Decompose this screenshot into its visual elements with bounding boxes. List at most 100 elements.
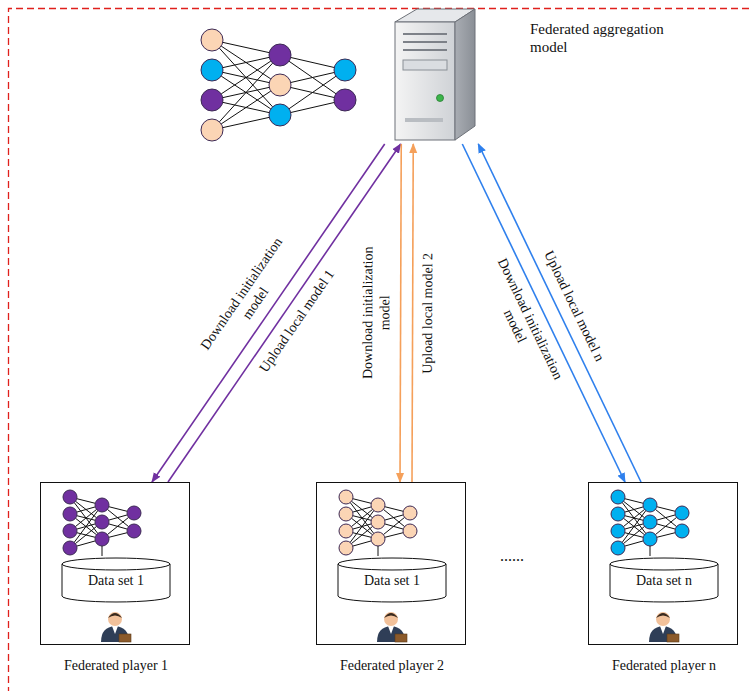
player-box: Federated player 1Data set 1 xyxy=(40,482,190,645)
network-neuron xyxy=(611,490,625,504)
dataset-label: Data set 1 xyxy=(337,557,447,590)
network-link xyxy=(291,57,335,67)
network-link xyxy=(385,515,404,520)
dataset-cylinder: Data set n xyxy=(609,557,719,603)
network-stem xyxy=(650,546,651,556)
network-link xyxy=(77,507,96,512)
network-neuron xyxy=(201,29,223,51)
network-neuron xyxy=(675,524,689,538)
network-link xyxy=(77,499,95,504)
network-link xyxy=(77,541,96,546)
dataset-label: Data set 1 xyxy=(61,557,171,590)
network-neuron xyxy=(63,507,77,521)
network-link xyxy=(353,541,372,546)
network-link xyxy=(109,533,127,538)
network-neuron xyxy=(643,498,657,512)
dataset-cylinder: Data set 1 xyxy=(61,557,171,603)
person-collar xyxy=(660,626,666,634)
briefcase xyxy=(395,634,407,642)
network-neuron xyxy=(339,507,353,521)
dashed-frame xyxy=(9,9,749,691)
network-link xyxy=(223,57,270,67)
connector-arrow xyxy=(152,144,385,482)
network-neuron xyxy=(95,498,109,512)
network-neuron xyxy=(334,89,356,111)
network-neuron xyxy=(643,532,657,546)
network-neuron xyxy=(675,506,689,520)
network-link xyxy=(352,501,373,517)
cylinder-rim xyxy=(62,564,170,570)
player-caption: Federated player 1 xyxy=(16,658,216,675)
briefcase xyxy=(667,634,679,642)
cylinder-rim xyxy=(610,564,718,570)
network-link xyxy=(657,515,676,520)
network-link xyxy=(624,501,645,517)
network-neuron xyxy=(334,59,356,81)
network-link xyxy=(625,541,644,546)
person-icon xyxy=(377,612,407,642)
network-neuron xyxy=(339,490,353,504)
ellipsis: ...... xyxy=(500,546,524,565)
connector-arrow xyxy=(412,144,413,482)
network-neuron xyxy=(127,524,141,538)
player-box: Federated player nData set n xyxy=(588,482,738,645)
network-neuron xyxy=(403,524,417,538)
briefcase xyxy=(119,634,131,642)
connector-arrow xyxy=(400,144,401,482)
network-neuron xyxy=(371,515,385,529)
network-stem xyxy=(102,546,103,556)
network-link xyxy=(291,72,335,82)
network-link xyxy=(385,507,403,512)
server-node: Federated aggregation model xyxy=(383,6,480,144)
server-icon xyxy=(395,9,475,140)
network-neuron xyxy=(63,490,77,504)
person-hair xyxy=(656,613,670,618)
person-head xyxy=(108,612,122,626)
network-neuron xyxy=(269,74,291,96)
network-link xyxy=(385,533,403,538)
network-neuron xyxy=(611,541,625,555)
server-title: Federated aggregation model xyxy=(530,20,670,56)
network-link xyxy=(625,499,643,504)
player-caption: Federated player 2 xyxy=(292,658,492,675)
network-link xyxy=(353,499,371,504)
network-link xyxy=(291,102,335,112)
network-neuron xyxy=(269,104,291,126)
player-box: Federated player 2Data set 1 xyxy=(316,482,466,645)
network-neuron xyxy=(643,515,657,529)
network-neuron xyxy=(269,44,291,66)
network-neuron xyxy=(201,59,223,81)
network-link xyxy=(76,501,97,517)
network-stem xyxy=(378,546,379,556)
neural-network xyxy=(201,29,356,141)
network-neuron xyxy=(201,89,223,111)
dataset-cylinder: Data set 1 xyxy=(337,557,447,603)
network-neuron xyxy=(63,524,77,538)
network-neuron xyxy=(63,541,77,555)
network-neuron xyxy=(201,119,223,141)
person-head xyxy=(656,612,670,626)
network-link xyxy=(655,517,676,534)
network-neuron xyxy=(127,506,141,520)
person-head xyxy=(384,612,398,626)
network-link xyxy=(383,517,404,534)
person-hair xyxy=(108,613,122,618)
network-link xyxy=(350,511,374,543)
edge-label: Upload local model 2 xyxy=(419,252,436,373)
person-collar xyxy=(388,626,394,634)
network-link xyxy=(353,507,372,512)
network-neuron xyxy=(339,524,353,538)
person-icon xyxy=(649,612,679,642)
network-link xyxy=(223,42,270,52)
network-neuron xyxy=(371,498,385,512)
network-link xyxy=(109,507,127,512)
network-link xyxy=(107,517,128,534)
network-link xyxy=(219,63,272,122)
connector-arrow xyxy=(168,144,401,482)
network-link xyxy=(74,511,98,543)
cylinder-rim xyxy=(338,564,446,570)
network-neuron xyxy=(95,515,109,529)
network-neuron xyxy=(403,506,417,520)
neural-network xyxy=(63,490,141,555)
